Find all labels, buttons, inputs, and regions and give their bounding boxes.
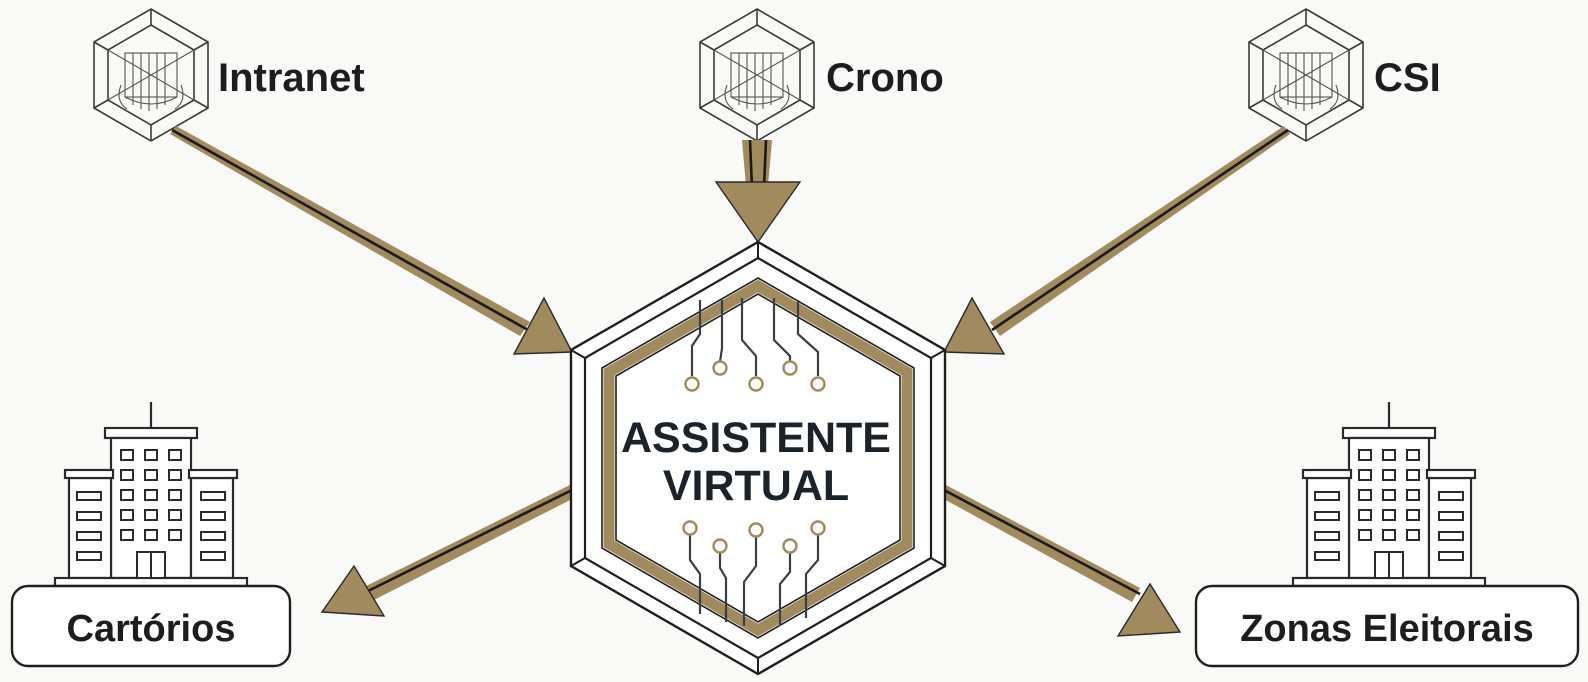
destination-cartorios: Cartórios bbox=[10, 400, 292, 668]
circuit-top bbox=[684, 298, 826, 392]
cube-icon bbox=[699, 8, 815, 142]
source-label-crono: Crono bbox=[826, 56, 944, 100]
source-crono: Crono bbox=[699, 8, 944, 142]
arrow-intranet-to-hub bbox=[170, 126, 574, 355]
building-icon bbox=[53, 400, 249, 588]
destination-label-zonas: Zonas Eleitorais bbox=[1240, 608, 1534, 650]
hub-title-line1: ASSISTENTE bbox=[621, 414, 891, 462]
source-csi: CSI bbox=[1248, 8, 1441, 142]
arrow-hub-to-cartorios bbox=[320, 484, 574, 617]
arrow-crono-to-hub bbox=[714, 139, 802, 244]
destination-box-zonas bbox=[1194, 584, 1580, 668]
building-icon bbox=[1291, 400, 1487, 588]
arrow-csi-to-hub bbox=[942, 126, 1290, 355]
assistant-hub: ASSISTENTE VIRTUAL bbox=[569, 240, 947, 676]
cube-icon bbox=[1248, 8, 1364, 142]
circuit-bottom bbox=[682, 520, 826, 626]
destination-zonas: Zonas Eleitorais bbox=[1194, 400, 1580, 668]
hub-title-line2: VIRTUAL bbox=[663, 462, 849, 510]
cube-icon bbox=[93, 8, 209, 142]
destination-box-cartorios bbox=[10, 584, 292, 668]
source-label-csi: CSI bbox=[1374, 56, 1441, 100]
source-intranet: Intranet bbox=[93, 8, 365, 142]
arrow-hub-to-zonas bbox=[942, 484, 1182, 637]
destination-label-cartorios: Cartórios bbox=[67, 608, 236, 650]
source-label-intranet: Intranet bbox=[218, 56, 365, 100]
